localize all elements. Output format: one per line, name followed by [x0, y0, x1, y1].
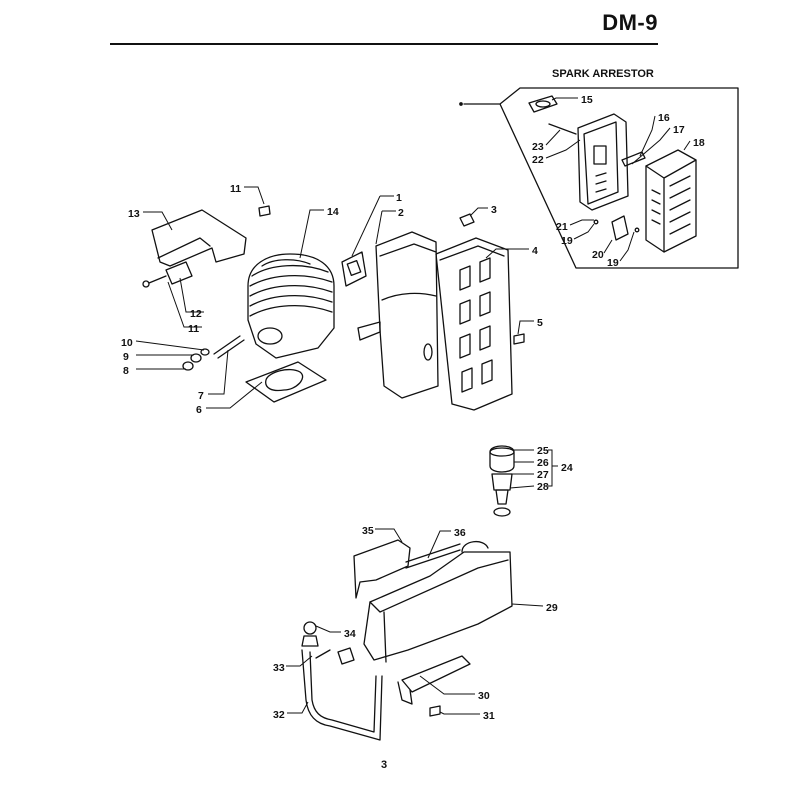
callout-17: 17 [673, 124, 685, 136]
fuel-line-32 [301, 649, 383, 741]
cylinder-cover-13 [151, 209, 247, 267]
callout-31: 31 [483, 710, 495, 722]
callout-7: 7 [198, 390, 204, 402]
callout-23: 23 [532, 141, 544, 153]
inset-frame [463, 87, 739, 269]
callout-30: 30 [478, 690, 490, 702]
bracket-30 [401, 655, 471, 693]
bracket-20 [611, 215, 629, 241]
callout-25: 25 [537, 445, 549, 457]
callout-34: 34 [344, 628, 356, 640]
callout-20: 20 [592, 249, 604, 261]
callout-4: 4 [532, 245, 538, 257]
arrestor-cover-18 [645, 149, 697, 253]
strap-36 [405, 543, 461, 569]
muffler-shield-4 [435, 237, 513, 411]
callout-14: 14 [327, 206, 339, 218]
callout-12: 12 [190, 308, 202, 320]
callout-11: 11 [230, 183, 241, 195]
muffler-2 [357, 231, 439, 399]
callout-36: 36 [454, 527, 466, 539]
callout-29: 29 [546, 602, 558, 614]
callout-19: 19 [607, 257, 619, 269]
gasket-6 [245, 361, 327, 403]
spark-arrestor-heading: SPARK ARRESTOR [552, 68, 654, 80]
cylinder-14 [247, 253, 335, 359]
gasket-15 [528, 95, 558, 113]
callout-33: 33 [273, 662, 285, 674]
callout-18: 18 [693, 137, 705, 149]
callout-1: 1 [396, 192, 402, 204]
callout-6: 6 [196, 404, 202, 416]
callout-26: 26 [537, 457, 549, 469]
fuel-cap-assembly [489, 445, 515, 517]
callout-19: 19 [561, 235, 573, 247]
callout-9: 9 [123, 351, 129, 363]
header-rule [110, 43, 658, 45]
spark-arrestor-inset [459, 87, 739, 269]
page-model-title: DM-9 [602, 10, 658, 35]
callout-35: 35 [362, 525, 374, 537]
callout-27: 27 [537, 469, 549, 481]
callout-15: 15 [581, 94, 593, 106]
callout-11: 11 [188, 323, 199, 335]
callout-10: 10 [121, 337, 133, 349]
page-number: 3 [381, 759, 388, 771]
callout-22: 22 [532, 154, 544, 166]
callout-28: 28 [537, 481, 549, 493]
callout-8: 8 [123, 365, 129, 377]
muffler-gasket-1 [341, 251, 367, 287]
callout-21: 21 [556, 221, 568, 233]
fuel-tank-29 [363, 541, 513, 663]
spark-screen-22 [577, 113, 629, 211]
callout-2: 2 [398, 207, 404, 219]
callout-5: 5 [537, 317, 543, 329]
callout-32: 32 [273, 709, 285, 721]
callout-13: 13 [128, 208, 140, 220]
callout-3: 3 [491, 204, 497, 216]
plate-16 [621, 151, 646, 167]
callout-16: 16 [658, 112, 670, 124]
bracket-35 [353, 539, 411, 599]
callout-24: 24 [561, 462, 573, 474]
fuel-filter-34 [303, 621, 317, 635]
